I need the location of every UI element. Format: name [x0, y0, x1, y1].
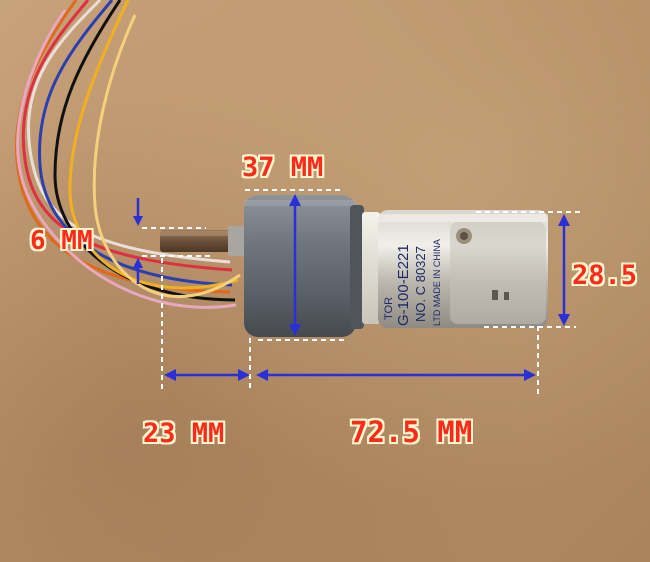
label-6mm: 6 MM: [30, 226, 93, 256]
wire-bundle: [15, 0, 241, 309]
dimension-arrows: [133, 194, 570, 381]
motor-can: TOR G-100-E221 NO. C 80327 LTD MADE IN C…: [378, 210, 548, 328]
label-28-5: 28.5: [572, 260, 638, 291]
mounting-band: [362, 212, 380, 324]
motor-print-line1: TOR: [383, 297, 395, 320]
guide-lines: [142, 189, 584, 396]
label-23mm: 23 MM: [143, 418, 225, 449]
label-72-5mm: 72.5 MM: [350, 415, 473, 449]
output-shaft: [160, 226, 252, 256]
motor-print-line4: LTD MADE IN CHINA: [432, 239, 442, 326]
label-37mm: 37 MM: [242, 152, 324, 183]
motor-print-line2: G-100-E221: [395, 244, 412, 326]
motor-print-line3: NO. C 80327: [413, 246, 428, 322]
gearbox: [244, 195, 364, 337]
